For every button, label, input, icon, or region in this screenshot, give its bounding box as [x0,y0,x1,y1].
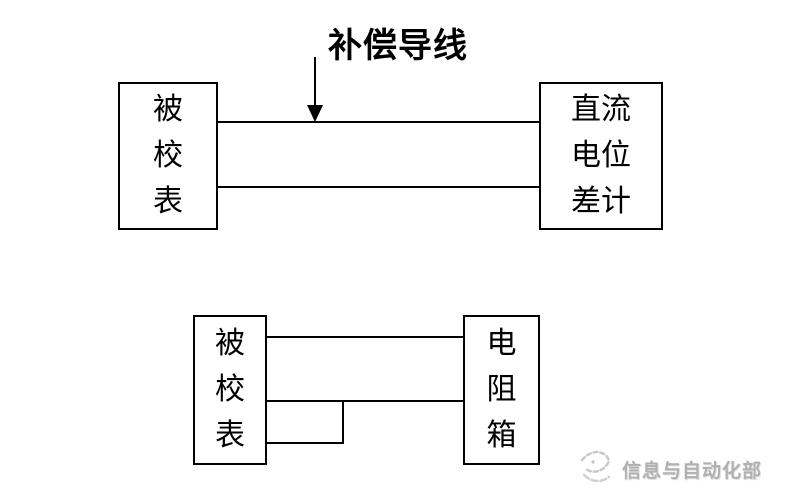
box-text-line: 被 [153,93,183,126]
box-meter-under-calibration-top: 被 校 表 [118,82,218,230]
wire-bottom-middle [267,400,463,402]
box-text-line: 电 [486,327,517,360]
box-text-line: 阻 [486,373,517,406]
box-text-line: 表 [215,419,245,452]
compensation-wire-label: 补偿导线 [328,27,468,65]
down-arrow-icon [307,57,323,122]
wire-bottom-step-horizontal [267,442,344,444]
wire-bottom-upper [267,336,463,338]
wire-top-upper [218,121,539,123]
box-text-line: 差计 [571,185,631,218]
box-text-line: 表 [153,185,183,218]
box-text-line: 校 [215,373,245,406]
watermark-label: 信息与自动化部 [622,461,763,482]
box-text-line: 箱 [486,419,517,452]
watermark-logo-icon [580,450,611,483]
wire-top-lower [218,186,539,188]
box-dc-potentiometer: 直流 电位 差计 [539,82,663,230]
box-text-line: 直流 [571,93,631,126]
box-text-line: 电位 [571,139,631,172]
box-text-line: 校 [153,139,183,172]
box-text-line: 被 [215,327,245,360]
box-meter-under-calibration-bottom: 被 校 表 [193,315,267,465]
wire-bottom-step-vertical [342,400,344,444]
box-resistance-box: 电 阻 箱 [463,315,540,465]
